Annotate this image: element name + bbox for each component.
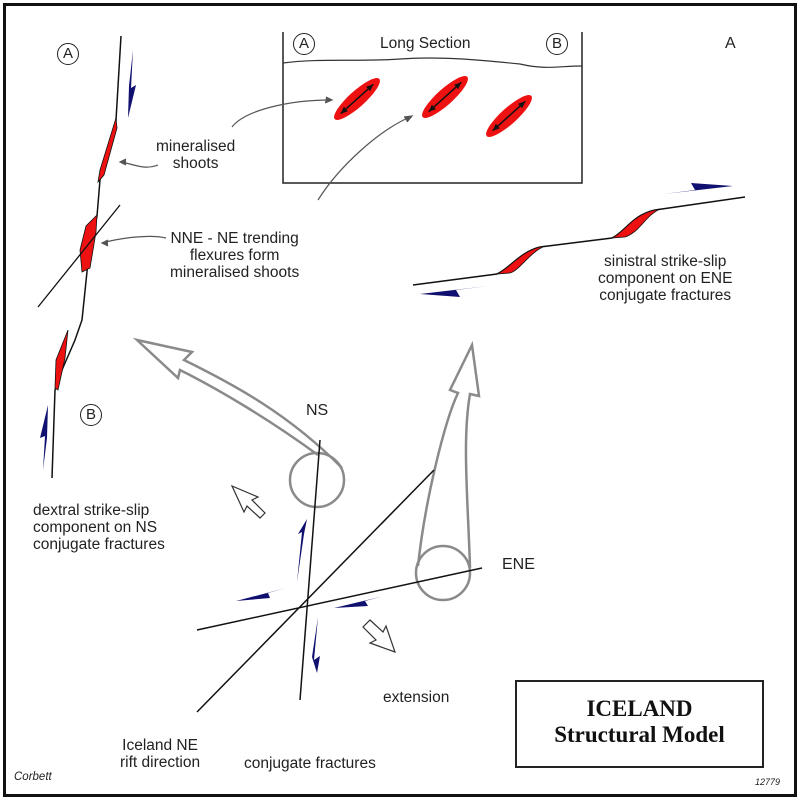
rift-direction-label: Iceland NE rift direction — [120, 737, 201, 771]
extension-label: extension — [383, 689, 450, 706]
long-section-title: Long Section — [380, 35, 471, 52]
extension-arrows — [230, 484, 396, 653]
sinistral-label: sinistral strike-slip component on ENE c… — [598, 253, 733, 304]
long-section-shoot — [334, 78, 380, 120]
conjugate-fractures — [196, 439, 483, 713]
slip-arrows — [236, 519, 384, 673]
marker-b: B — [80, 404, 102, 426]
long-section-shoot — [422, 76, 468, 118]
title-line-1: ICELAND — [586, 696, 693, 721]
long-section-marker-a: A — [293, 33, 315, 55]
title-line-2: Structural Model — [554, 722, 725, 747]
panel-label: A — [725, 35, 736, 52]
leader-arrows — [100, 96, 414, 247]
ene-label: ENE — [502, 556, 535, 573]
long-section-box — [282, 32, 583, 184]
nne-flexures-label: NNE - NE trending flexures form minerali… — [170, 230, 300, 281]
ene-fault-section — [412, 183, 746, 297]
ns-label: NS — [306, 402, 329, 419]
mineralised-shoots-label: mineralised shoots — [156, 138, 236, 172]
conjugate-fractures-label: conjugate fractures — [244, 755, 376, 772]
ns-fault-section — [37, 35, 136, 479]
figure-frame — [3, 3, 797, 797]
marker-a: A — [57, 43, 79, 65]
long-section-marker-b: B — [546, 33, 568, 55]
dextral-label: dextral strike-slip component on NS conj… — [33, 502, 165, 553]
big-outline-arrows — [132, 337, 481, 602]
title-box: ICELAND Structural Model — [515, 680, 764, 768]
author-credit: Corbett — [14, 771, 52, 783]
figure-number: 12779 — [755, 777, 781, 787]
long-section-shoots — [334, 76, 532, 137]
long-section-shoot — [486, 95, 532, 137]
